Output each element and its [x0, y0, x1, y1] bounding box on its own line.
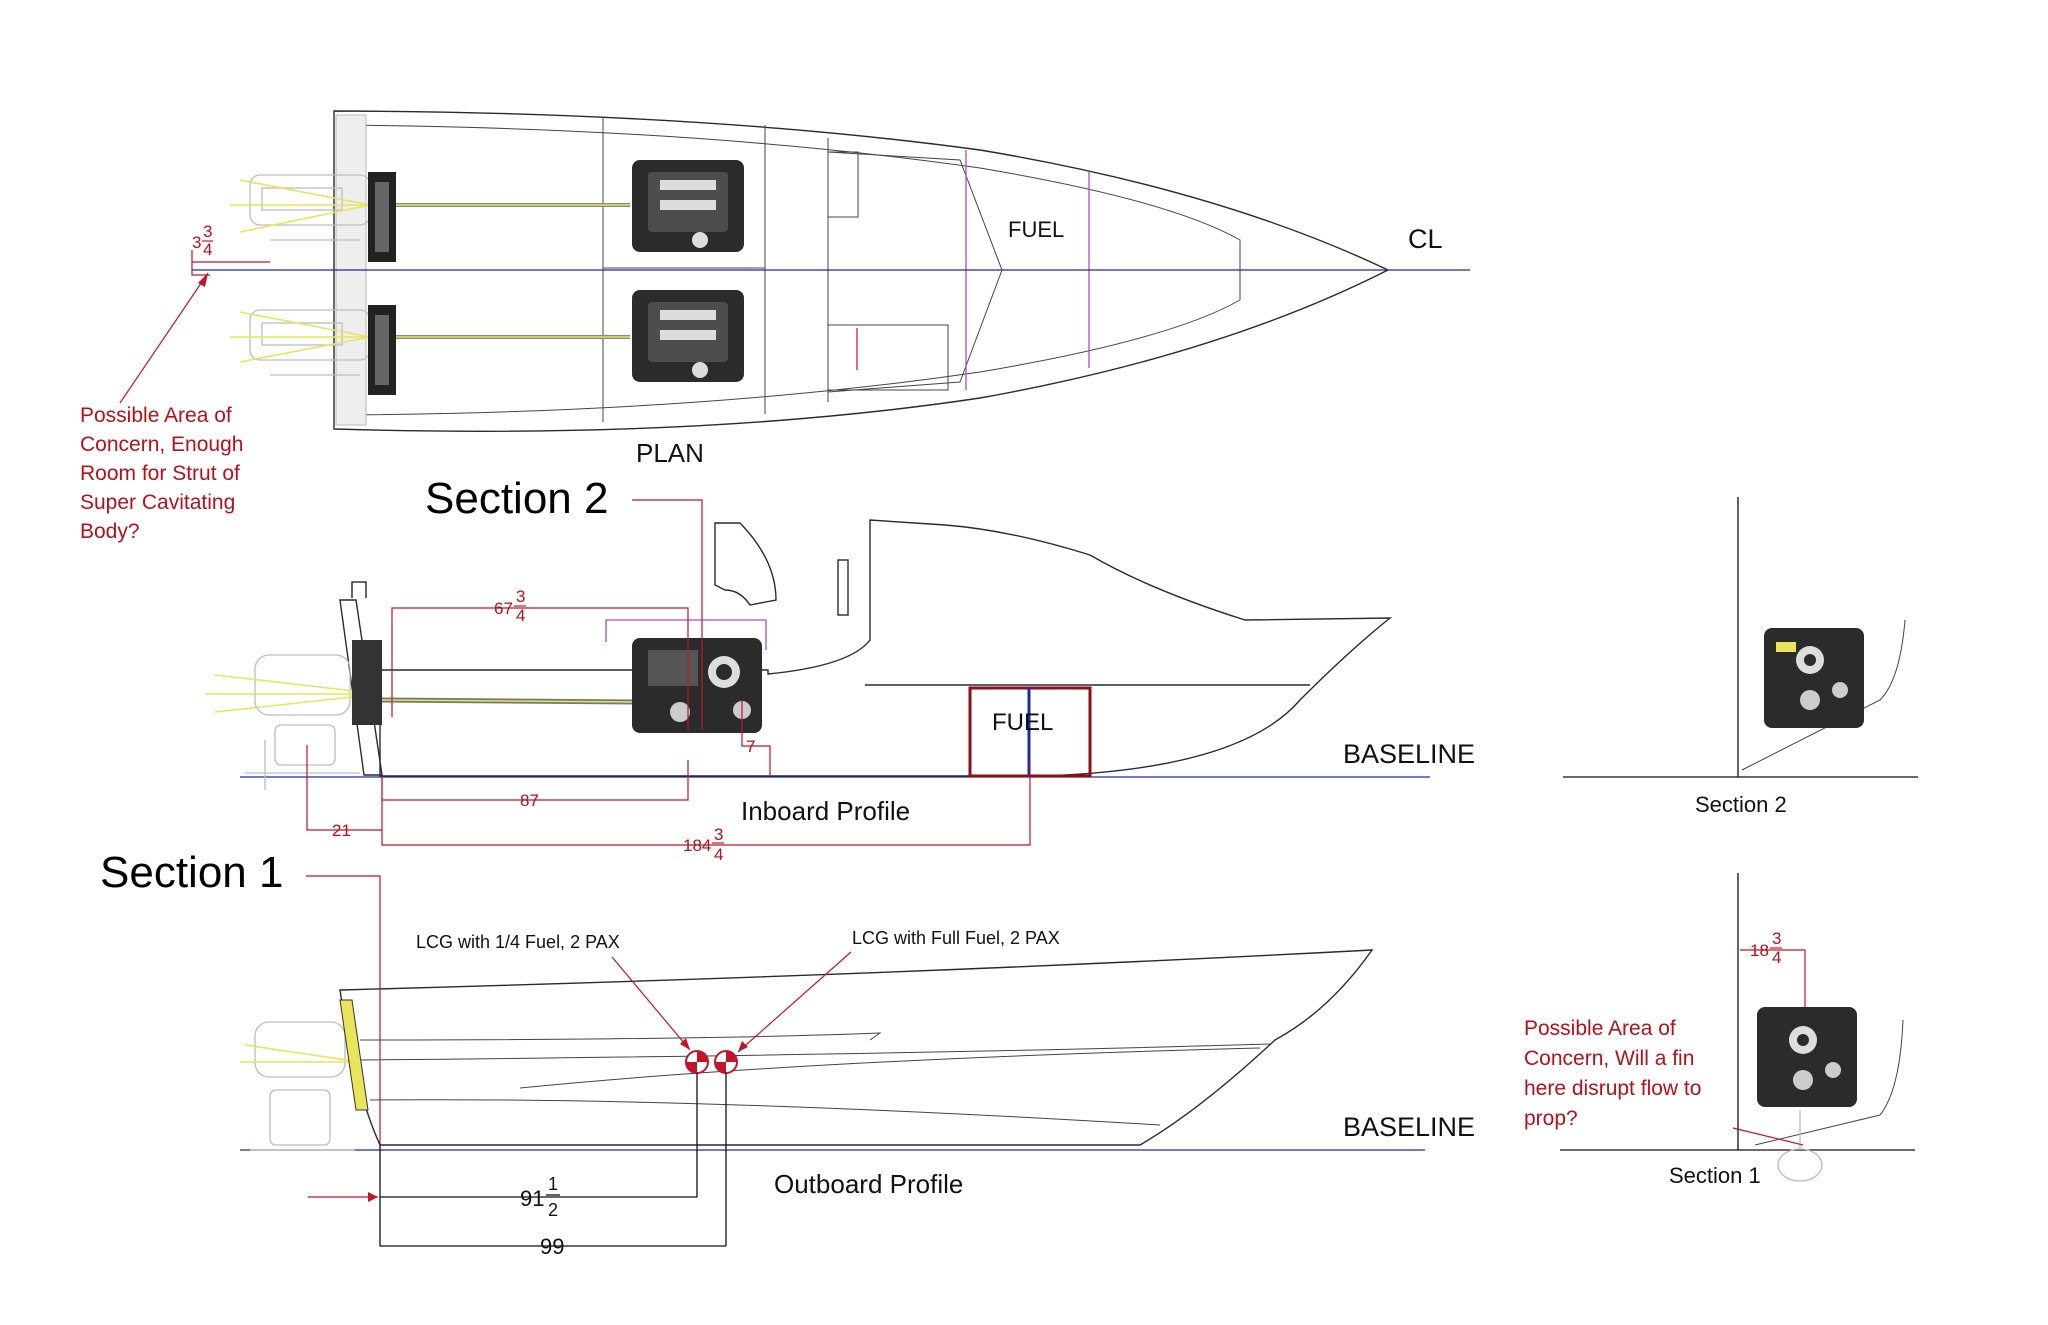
plan-cabin-outline: [827, 151, 1003, 393]
inboard-dim-shaft-height-line: [741, 700, 771, 776]
plan-drive-port: [368, 305, 630, 395]
svg-text:91: 91: [520, 1186, 544, 1211]
inboard-dim-fuel-x-line: [381, 760, 1031, 846]
section2-cut-line: [632, 499, 703, 730]
section1-marker-label: Section 1: [100, 848, 283, 897]
section1-title: Section 1: [1669, 1163, 1761, 1188]
plan-engine-port: [632, 290, 744, 382]
svg-text:4: 4: [714, 845, 723, 864]
outboard-title: Outboard Profile: [774, 1169, 963, 1199]
inboard-dim-engine-x: 87: [520, 791, 539, 810]
section2-view: Section 2: [1563, 497, 1918, 817]
outboard-chine: [359, 1043, 1271, 1061]
svg-text:3: 3: [203, 222, 212, 241]
svg-text:18: 18: [1750, 941, 1769, 960]
svg-text:3: 3: [516, 587, 525, 606]
section1-dim-height: 18 3 4: [1750, 929, 1782, 967]
section1-prop: [1777, 1110, 1823, 1182]
section1-cut-line: [306, 875, 381, 1145]
plan-note-leader: [119, 272, 209, 404]
inboard-dim-shaft-height: 7: [746, 737, 755, 756]
lcg-full-leader: [737, 951, 852, 1053]
outboard-dim-lcg-full: 99: [540, 1234, 564, 1259]
outboard-prop-wash: [240, 1044, 361, 1063]
plan-fuel-label: FUEL: [1008, 217, 1064, 242]
plan-seat-port: [827, 324, 949, 391]
outboard-dim-lcg-quarter: 91 1 2: [520, 1174, 560, 1220]
inboard-dim-fuel-x: 184 3 4: [683, 825, 724, 864]
lcg-quarter-arrowhead: [680, 1038, 690, 1050]
svg-text:2: 2: [548, 1200, 558, 1220]
inboard-console: [714, 522, 777, 606]
outboard-baseline-label: BASELINE: [1343, 1112, 1475, 1142]
outboard-dim-arrowhead: [368, 1192, 378, 1202]
svg-text:184: 184: [683, 836, 711, 855]
inboard-title: Inboard Profile: [741, 796, 910, 826]
inboard-profile: BASELINE: [205, 474, 1475, 864]
section1-concern-note: Possible Area of Concern, Will a fin her…: [1524, 1017, 1707, 1130]
inboard-engine-box: [605, 619, 767, 650]
inboard-engine: [632, 638, 762, 733]
plan-seat-stbd: [827, 151, 859, 218]
lcg-full-fuel-label: LCG with Full Fuel, 2 PAX: [852, 928, 1060, 948]
lcg-full-arrowhead: [738, 1041, 748, 1052]
svg-text:3: 3: [192, 233, 201, 252]
section2-hull: [1741, 619, 1906, 771]
inboard-dim-transom: 21: [332, 821, 351, 840]
inboard-helm-seat-post: [837, 559, 849, 616]
outboard-transom-bracket: [339, 999, 369, 1111]
section1-view: 18 3 4 Possible Area of Concern, Will a …: [1524, 873, 1915, 1188]
svg-text:3: 3: [714, 825, 723, 844]
lcg-full-fuel-marker: [714, 1050, 738, 1074]
svg-text:4: 4: [203, 240, 212, 259]
lcg-quarter-fuel-marker: [685, 1050, 709, 1074]
inboard-shaft-core: [381, 699, 641, 703]
svg-text:4: 4: [516, 606, 525, 625]
svg-text:3: 3: [1772, 929, 1781, 948]
outboard-motor-ghost: [250, 1021, 355, 1151]
section2-engine: [1764, 628, 1864, 728]
inboard-drive-unit: [352, 640, 382, 725]
outboard-spray-rail: [519, 1047, 1261, 1089]
svg-text:4: 4: [1772, 948, 1781, 967]
plan-note-arrowhead: [198, 273, 208, 287]
inboard-baseline-label: BASELINE: [1343, 739, 1475, 769]
inboard-fuel-label: FUEL: [992, 709, 1053, 736]
section2-marker-label: Section 2: [425, 474, 608, 523]
lcg-quarter-leader: [611, 956, 691, 1051]
plan-concern-note: Possible Area of Concern, Enough Room fo…: [80, 404, 249, 543]
plan-engine-stbd: [632, 160, 744, 252]
plan-dim-offset: 3 3 4: [192, 222, 213, 259]
section1-hull: [1754, 1019, 1904, 1146]
plan-hull-outline: [333, 110, 1390, 432]
inboard-dim-transom-line: [306, 745, 382, 831]
section1-note-leader: [1732, 1127, 1804, 1146]
section1-engine: [1757, 1007, 1857, 1107]
lcg-quarter-fuel-label: LCG with 1/4 Fuel, 2 PAX: [416, 932, 620, 952]
plan-view: FUEL CL: [80, 110, 1470, 543]
svg-text:1: 1: [548, 1174, 558, 1194]
plan-prop-wash: [230, 179, 371, 363]
plan-cl-label: CL: [1408, 224, 1443, 254]
outboard-keel: [369, 1099, 1161, 1126]
plan-title: PLAN: [636, 438, 704, 468]
svg-text:67: 67: [494, 599, 513, 618]
inboard-transom-cap: [351, 581, 367, 598]
inboard-dim-engine-fwd: 67 3 4: [494, 587, 526, 625]
section1-dim-height-line: [1740, 949, 1806, 1008]
outboard-sheer: [359, 1032, 882, 1041]
plan-dim-offset-line: [191, 250, 210, 276]
outboard-profile: Section 1 BASELINE: [100, 848, 1475, 1259]
inboard-hull: [379, 519, 1393, 777]
outboard-hull: [339, 949, 1374, 1146]
plan-drive-stbd: [368, 172, 630, 262]
inboard-dim-engine-fwd-line: [391, 607, 689, 730]
section2-title: Section 2: [1695, 792, 1787, 817]
inboard-outboard-ghost: [245, 654, 360, 790]
